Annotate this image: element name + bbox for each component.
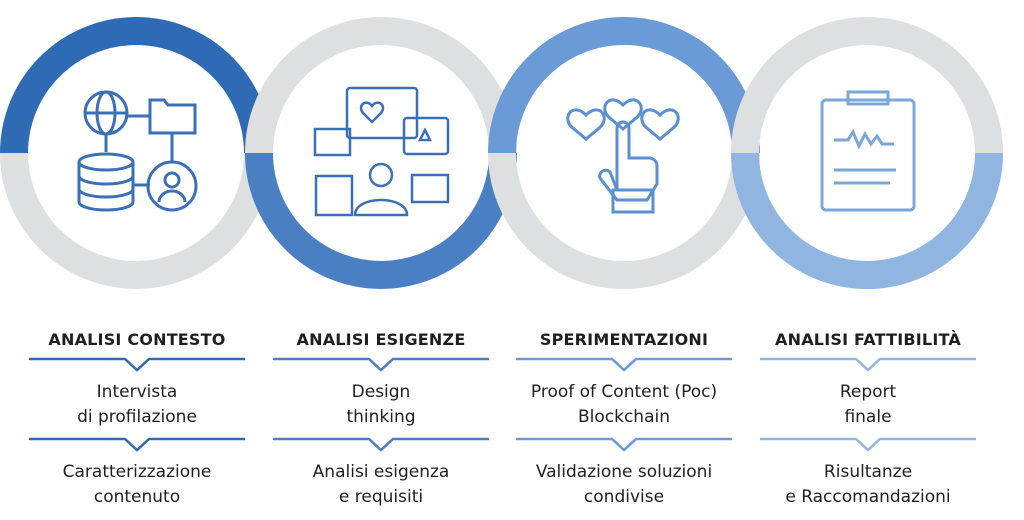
step-item-line: Risultanze — [823, 462, 913, 482]
step-item-line: e Raccomandazioni — [785, 487, 951, 507]
step-title: ANALISI FATTIBILITÀ — [775, 330, 961, 349]
ring-2-bottom — [245, 152, 517, 289]
process-rings — [0, 17, 1003, 289]
step-analisi-fattibilita: ANALISI FATTIBILITÀ Report finale Risulta… — [760, 326, 976, 514]
step-item-line: thinking — [346, 407, 416, 427]
divider-chevron — [273, 437, 489, 452]
ring-4-top — [731, 17, 1003, 154]
step-title: ANALISI ESIGENZE — [296, 330, 466, 349]
step-item-line: finale — [844, 407, 892, 427]
divider-chevron — [29, 357, 245, 372]
step-item-line: Report — [839, 382, 897, 402]
step-item-line: Validazione soluzioni — [535, 462, 713, 482]
step-item-line: Caratterizzazione — [62, 462, 212, 482]
step-analisi-esigenze: ANALISI ESIGENZE Design thinking Analisi … — [273, 326, 489, 514]
hand-hearts-icon — [566, 98, 680, 214]
clipboard-report-icon — [820, 90, 916, 212]
step-item-line: condivise — [583, 487, 665, 507]
step-title: ANALISI CONTESTO — [48, 330, 226, 349]
divider-chevron — [29, 437, 245, 452]
divider-chevron — [760, 357, 976, 372]
ring-3-bottom — [488, 152, 760, 289]
divider-chevron — [760, 437, 976, 452]
step-item-line: Design — [351, 382, 411, 402]
step-analisi-contesto: ANALISI CONTESTO Intervista di profilazio… — [29, 326, 245, 514]
divider-chevron — [516, 357, 732, 372]
step-item-line: e requisiti — [338, 487, 424, 507]
ring-2-top — [245, 17, 517, 154]
ring-1-top — [0, 17, 272, 154]
step-item-line: Proof of Content (Poc) — [530, 382, 718, 402]
ring-4-bottom — [731, 152, 1003, 289]
ring-3-top — [488, 17, 760, 154]
ring-1-bottom — [0, 152, 272, 289]
step-item-line: di profilazione — [77, 407, 197, 427]
divider-chevron — [516, 437, 732, 452]
step-item-line: contenuto — [93, 487, 181, 507]
step-item-line: Intervista — [96, 382, 178, 402]
divider-chevron — [273, 357, 489, 372]
data-network-icon — [77, 90, 198, 212]
step-item-line: Analisi esigenza — [312, 462, 450, 482]
step-sperimentazioni: SPERIMENTAZIONI Proof of Content (Poc) Bl… — [516, 326, 732, 514]
step-title: SPERIMENTAZIONI — [539, 330, 709, 349]
user-feedback-icon — [313, 86, 450, 217]
step-item-line: Blockchain — [577, 407, 670, 427]
